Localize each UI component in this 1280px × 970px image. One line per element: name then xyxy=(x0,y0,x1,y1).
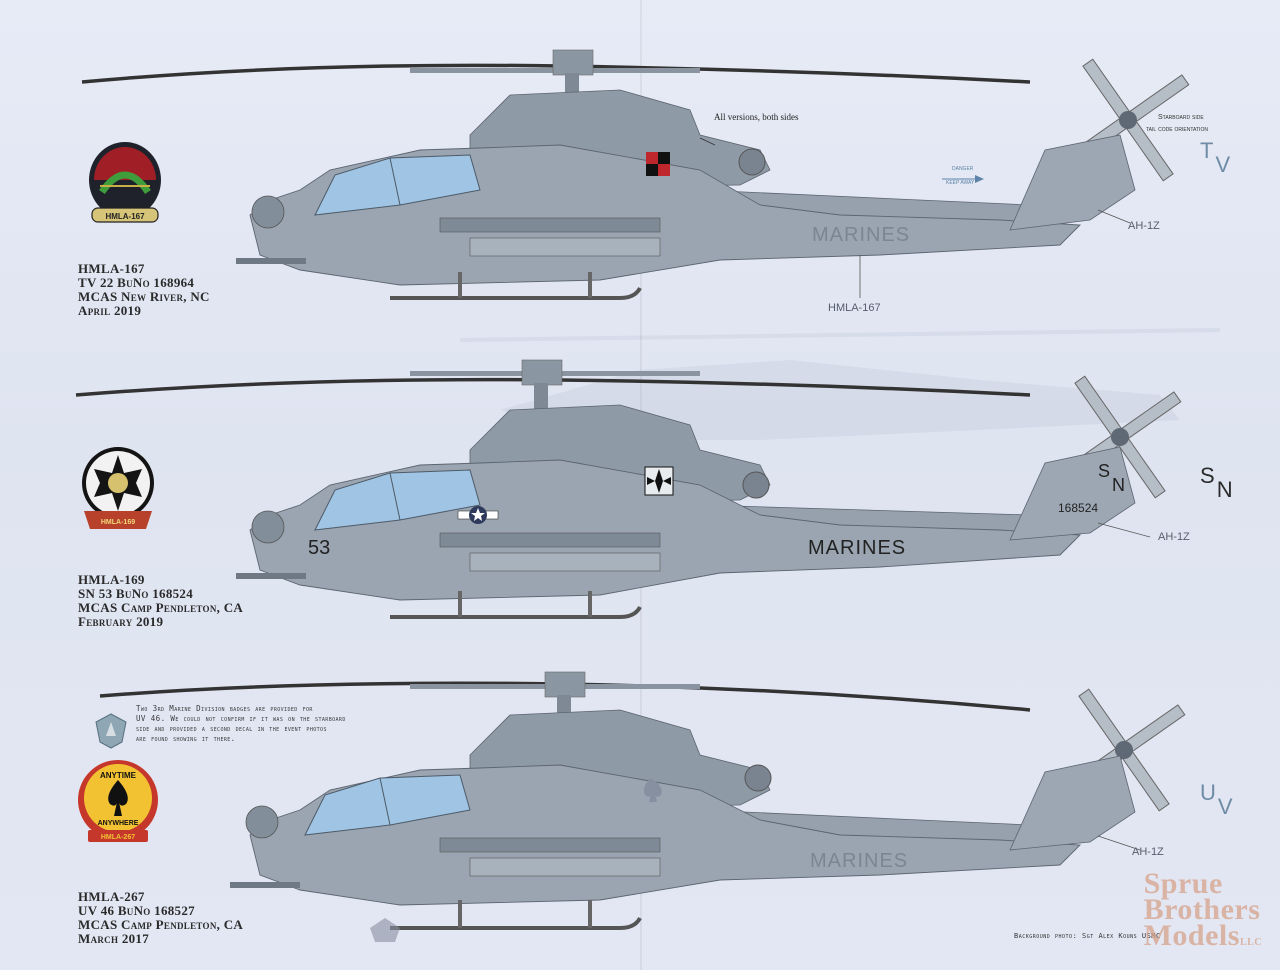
profile-caption: HMLA-169 SN 53 BuNo 168524 MCAS Camp Pen… xyxy=(78,573,243,629)
side-number: 53 xyxy=(308,537,331,559)
note-line-2: UV 46. We could not confirm if it was on… xyxy=(136,714,346,723)
tail-code-letter-1: T xyxy=(1200,138,1214,163)
tail-code-letter-2: N xyxy=(1216,477,1233,502)
caption-base: MCAS Camp Pendleton, CA xyxy=(78,917,244,932)
division-badge-note: Two 3rd Marine Division badges are provi… xyxy=(136,704,346,744)
caption-buno: UV 46 BuNo 168527 xyxy=(78,903,195,918)
watermark-line-2: Brothers xyxy=(1143,893,1261,926)
fuselage-marines-text: MARINES xyxy=(810,850,909,872)
callout-starboard-side: Starboard side xyxy=(1158,114,1204,121)
caption-base: MCAS New River, NC xyxy=(78,289,210,304)
hmla-167-squadron-patch-icon: HMLA-167 xyxy=(89,142,161,223)
profile-caption: HMLA-167 TV 22 BuNo 168964 MCAS New Rive… xyxy=(78,262,210,318)
patch-text-bottom: ANYWHERE xyxy=(98,820,139,827)
tail-code: UV xyxy=(1200,780,1233,819)
fin-tail-code-letter-2: N xyxy=(1112,475,1126,495)
hmla-167-patch-band: HMLA-167 xyxy=(105,212,145,221)
note-line-3: side and provided a second decal in the … xyxy=(136,724,327,733)
callout-tail-code-orientation: tail code orientation xyxy=(1146,126,1208,133)
helicopter-side-view xyxy=(99,671,1186,942)
hmla-169-vipers-patch-icon: HMLA-169 xyxy=(82,447,154,529)
caption-buno: SN 53 BuNo 168524 xyxy=(78,586,194,601)
callout-ah-1z: AH-1Z xyxy=(1132,846,1164,858)
patch-text-band: HMLA-267 xyxy=(101,834,135,841)
watermark-llc: LLC xyxy=(1239,937,1262,948)
caption-squadron: HMLA-267 xyxy=(78,889,145,904)
fuselage-marines-text: MARINES xyxy=(812,224,911,246)
note-line-4: are found showing it there. xyxy=(136,734,236,743)
helicopter-side-view xyxy=(81,49,1190,300)
background-photo-credit: Background photo: Sgt Alex Kouns USMC xyxy=(1014,932,1161,940)
profile-hmla-167: HMLA-167 HMLA-167 TV 22 BuNo 168964 MCAS… xyxy=(0,40,1280,340)
callout-all-versions: All versions, both sides xyxy=(714,112,799,122)
hmla-169-patch-band: HMLA-169 xyxy=(101,519,135,526)
fin-tail-code: SN xyxy=(1098,461,1125,495)
profile-hmla-169: HMLA-169 HMLA-169 SN 53 BuNo 168524 MCAS… xyxy=(0,355,1280,655)
caption-date: February 2019 xyxy=(78,614,164,629)
3rd-marine-division-badge-icon xyxy=(95,713,127,749)
tail-code-letter-2: V xyxy=(1215,152,1231,177)
tail-code-letter-1: U xyxy=(1200,780,1216,805)
callout-keep-away: KEEP AWAY xyxy=(946,180,975,186)
caption-date: March 2017 xyxy=(78,931,150,946)
callout-hmla-167: HMLA-167 xyxy=(828,302,881,314)
profile-caption: HMLA-267 UV 46 BuNo 168527 MCAS Camp Pen… xyxy=(78,890,243,946)
caption-date: April 2019 xyxy=(78,303,142,318)
fuselage-marines-text: MARINES xyxy=(808,537,907,559)
watermark-line-1: Sprue xyxy=(1143,867,1223,900)
caption-squadron: HMLA-167 xyxy=(78,261,145,276)
fin-tail-code-letter-1: S xyxy=(1098,461,1111,481)
hmla-267-stingers-patch-icon: ANYTIME ANYWHERE HMLA-267 xyxy=(78,760,158,842)
callout-ah-1z: AH-1Z xyxy=(1128,220,1160,232)
caption-buno: TV 22 BuNo 168964 xyxy=(78,275,195,290)
tail-code: TV xyxy=(1200,138,1230,177)
callout-danger: DANGER xyxy=(952,166,974,172)
watermark-models: Models xyxy=(1143,919,1240,952)
callout-ah-1z: AH-1Z xyxy=(1158,531,1190,543)
profile-hmla-267: Two 3rd Marine Division badges are provi… xyxy=(0,660,1280,960)
caption-base: MCAS Camp Pendleton, CA xyxy=(78,600,244,615)
note-line-1: Two 3rd Marine Division badges are provi… xyxy=(136,704,313,713)
tail-code-letter-2: V xyxy=(1217,794,1233,819)
helicopter-side-view xyxy=(75,359,1182,619)
tail-code: SN xyxy=(1200,463,1233,502)
tail-code-letter-1: S xyxy=(1200,463,1215,488)
tail-buno-number: 168524 xyxy=(1058,501,1099,515)
watermark-line-3: ModelsLLC xyxy=(1144,921,1262,956)
sprue-brothers-watermark: Sprue Brothers ModelsLLC xyxy=(1143,867,1262,956)
patch-text-top: ANYTIME xyxy=(100,771,137,780)
caption-squadron: HMLA-169 xyxy=(78,572,145,587)
